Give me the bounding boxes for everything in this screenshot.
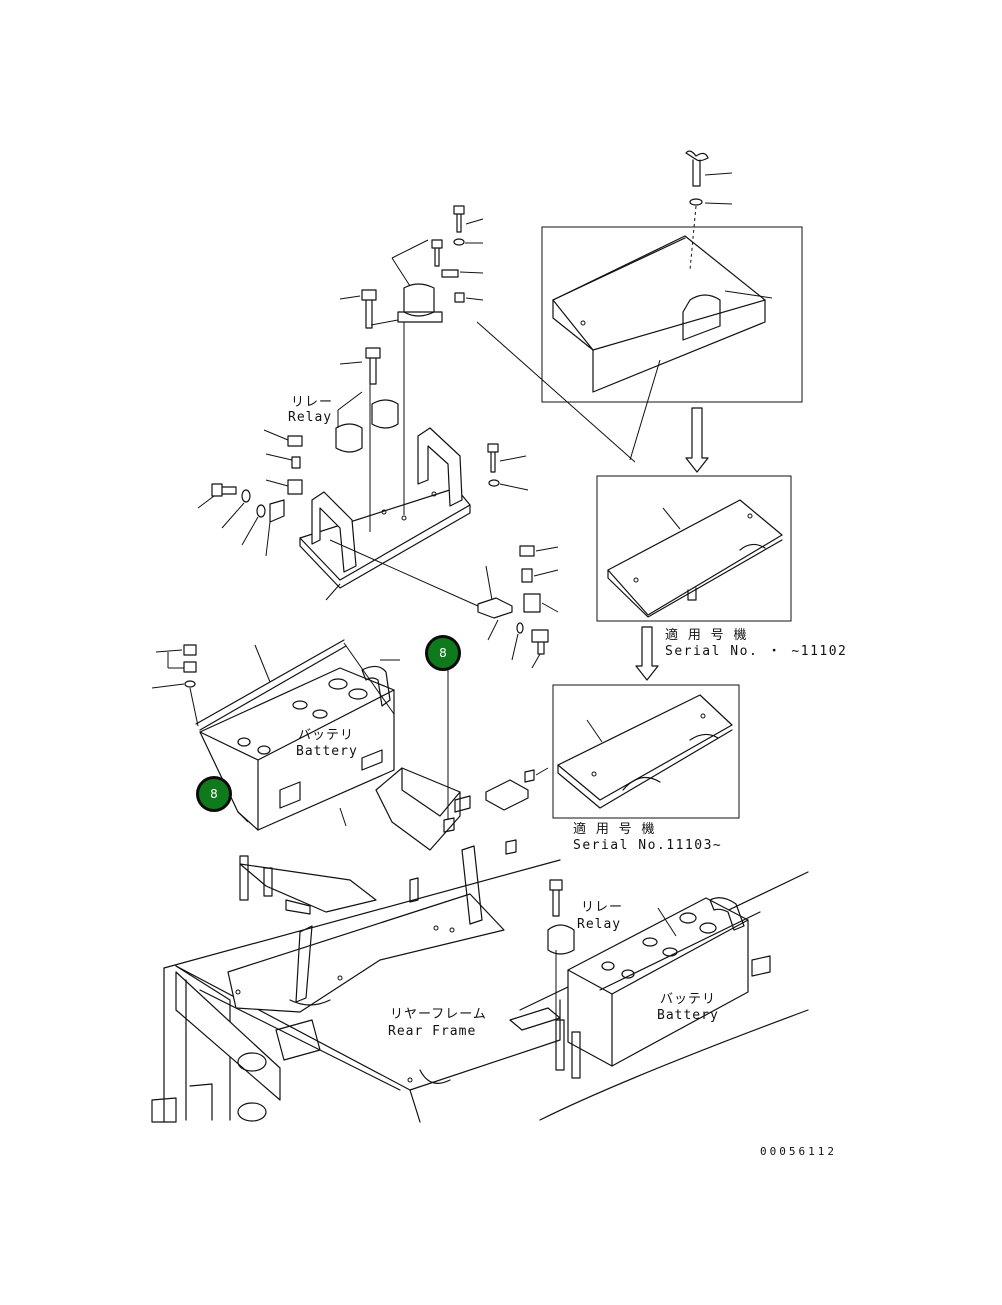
relay-top-label-en: Relay (288, 410, 333, 425)
rear-frame-label-en: Rear Frame (388, 1024, 477, 1039)
battery-left (151, 639, 400, 831)
serial-range-label-2: Serial No.11103~ (573, 838, 723, 853)
cover-inset-top (541, 226, 803, 403)
relay-bottom (547, 879, 575, 1020)
arrow-down-icon (685, 407, 709, 473)
arrow-down-icon (635, 626, 659, 681)
battery-right (509, 897, 771, 1079)
relay-bracket (197, 205, 529, 601)
battery-right-label-en: Battery (657, 1008, 719, 1023)
reference-marker-8-upper[interactable]: 8 (425, 635, 461, 671)
cover-inset-bottom (552, 684, 740, 819)
relay-parts-right (329, 539, 559, 669)
relay-top-label-ja: リレー (291, 395, 334, 410)
applicable-model-label-1: 適 用 号 機 (665, 628, 748, 643)
relay-bottom-label-en: Relay (577, 917, 622, 932)
reference-marker-8-lower[interactable]: 8 (196, 776, 232, 812)
applicable-model-label-2: 適 用 号 機 (573, 822, 656, 837)
cover-inset-middle (596, 475, 792, 622)
wing-bolt (685, 150, 733, 271)
drawing-code: 00056112 (760, 1145, 837, 1158)
rear-frame-label-ja: リヤーフレーム (390, 1007, 487, 1022)
relay-bottom-label-ja: リレー (581, 900, 624, 915)
battery-tray (375, 660, 549, 855)
battery-left-label-en: Battery (296, 744, 358, 759)
battery-left-label-ja: バッテリ (298, 728, 355, 743)
rear-frame (151, 845, 809, 1123)
serial-range-label-1: Serial No. ・ ~11102 (665, 644, 848, 659)
battery-right-label-ja: バッテリ (660, 992, 717, 1007)
lower-bracket (239, 855, 419, 915)
